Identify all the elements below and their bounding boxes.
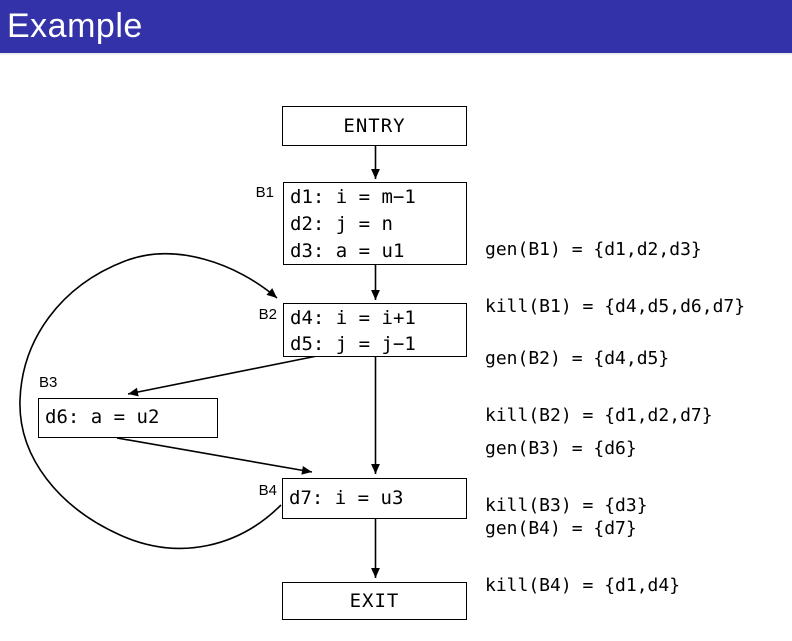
stmt-d4: d4: i = i+1 (290, 307, 416, 329)
block-b4-label: B4 (258, 482, 277, 499)
kill-b1: kill(B1) = {d4,d5,d6,d7} (485, 296, 746, 317)
stmt-d6: d6: a = u2 (45, 406, 160, 428)
entry-label: ENTRY (343, 115, 406, 137)
stmt-d2: d2: j = n (290, 213, 393, 235)
edge-b4-to-b2-backedge (19, 253, 282, 550)
block-b1-label: B1 (255, 184, 274, 201)
exit-node: EXIT (282, 582, 467, 620)
genkill-b4: gen(B4) = {d7} kill(B4) = {d1,d4} (485, 481, 680, 633)
genkill-b2: gen(B2) = {d4,d5} kill(B2) = {d1,d2,d7} (485, 311, 713, 463)
gen-b1: gen(B1) = {d1,d2,d3} (485, 239, 702, 260)
block-b3: d6: a = u2 (38, 398, 218, 438)
block-b4: d7: i = u3 (282, 478, 467, 519)
stmt-d5: d5: j = j−1 (290, 333, 416, 355)
stmt-d1: d1: i = m−1 (290, 186, 416, 208)
edge-b3-to-b4 (116, 437, 313, 475)
kill-b3: kill(B3) = {d3} (485, 495, 648, 516)
exit-label: EXIT (349, 590, 400, 612)
kill-b4: kill(B4) = {d1,d4} (485, 575, 681, 596)
slide-header: Example (0, 0, 792, 55)
block-b3-label: B3 (39, 374, 58, 391)
gen-b2: gen(B2) = {d4,d5} (485, 348, 670, 369)
block-b2-label: B2 (258, 306, 277, 323)
edge-b2-to-b3 (127, 355, 318, 397)
stmt-d7: d7: i = u3 (289, 487, 404, 509)
block-b2: d4: i = i+1 d5: j = j−1 (283, 303, 467, 357)
kill-b2: kill(B2) = {d1,d2,d7} (485, 405, 713, 426)
genkill-b3: gen(B3) = {d6} kill(B3) = {d3} (485, 401, 648, 553)
slide-title: Example (7, 7, 143, 45)
gen-b3: gen(B3) = {d6} (485, 438, 637, 459)
entry-node: ENTRY (282, 106, 467, 146)
block-b1: d1: i = m−1 d2: j = n d3: a = u1 (283, 182, 467, 265)
gen-b4: gen(B4) = {d7} (485, 518, 637, 539)
stmt-d3: d3: a = u1 (290, 240, 405, 262)
genkill-b1: gen(B1) = {d1,d2,d3} kill(B1) = {d4,d5,d… (485, 202, 745, 354)
